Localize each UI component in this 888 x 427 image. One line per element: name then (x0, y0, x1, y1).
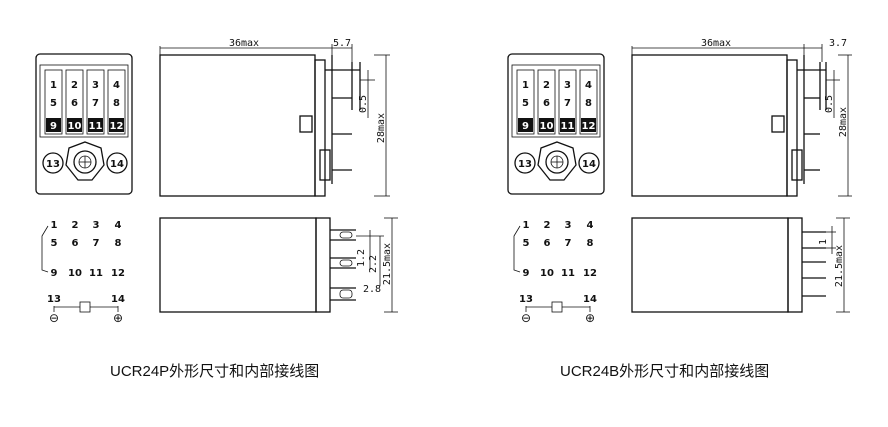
dim-height-right: 28max (838, 107, 849, 137)
wiring-pin-8: 8 (115, 238, 122, 249)
pin-2-label: 2 (71, 80, 78, 91)
ucr24p-drawing: 1 2 3 4 5 6 7 8 9 10 11 12 13 14 (35, 38, 398, 325)
pin-11-label: 11 (89, 121, 103, 132)
ucr24b-front-view: 1 2 3 4 5 6 7 8 9 10 11 12 13 14 (507, 53, 605, 195)
wiring-pin-13: 13 (47, 294, 61, 305)
plus-symbol: ⊕ (113, 311, 123, 325)
dim-pitch-c-left: 2.8 (363, 284, 381, 295)
minus-symbol: ⊖ (521, 311, 531, 325)
pin-4-label: 4 (113, 80, 120, 91)
wiring-pin-4: 4 (115, 220, 122, 231)
pin-10-label: 10 (68, 121, 82, 132)
adjust-screw (65, 141, 105, 181)
wiring-pin-6: 6 (72, 238, 79, 249)
ucr24b-bottom-view: 1 21.5max (631, 217, 850, 313)
pin-7-label: 7 (92, 98, 99, 109)
wiring-pin-8: 8 (587, 238, 594, 249)
caption-ucr24b: UCR24B外形尺寸和内部接线图 (560, 363, 770, 380)
ucr24b-side-view: 36max 3.7 0.5 28max (631, 38, 852, 197)
wiring-pin-1: 1 (523, 220, 530, 231)
pin-8-label: 8 (113, 98, 120, 109)
wiring-pin-3: 3 (93, 220, 100, 231)
wiring-pin-12: 12 (583, 268, 597, 279)
pin-9-label: 9 (522, 121, 529, 132)
wiring-pin-1: 1 (51, 220, 58, 231)
wiring-pin-10: 10 (540, 268, 554, 279)
wiring-pin-14: 14 (583, 294, 597, 305)
pin-8-label: 8 (585, 98, 592, 109)
caption-ucr24p: UCR24P外形尺寸和内部接线图 (110, 363, 320, 380)
wiring-pin-9: 9 (51, 268, 58, 279)
wiring-pin-2: 2 (544, 220, 551, 231)
pin-13-label: 13 (518, 159, 532, 170)
ucr24b-drawing: 1 2 3 4 5 6 7 8 9 10 11 12 13 14 (507, 38, 852, 325)
pin-12-label: 12 (582, 121, 596, 132)
wiring-pin-5: 5 (523, 238, 530, 249)
dim-height-left: 28max (376, 113, 387, 143)
wiring-pin-11: 11 (89, 268, 103, 279)
pin-2-label: 2 (543, 80, 550, 91)
pin-14-label: 14 (110, 159, 124, 170)
wiring-pin-3: 3 (565, 220, 572, 231)
pin-9-label: 9 (50, 121, 57, 132)
dim-depth-left: 21.5max (382, 243, 393, 285)
pin-4-label: 4 (585, 80, 592, 91)
wiring-pin-7: 7 (565, 238, 572, 249)
ucr24p-bottom-view: 1.2 2.2 2.8 21.5max (159, 217, 398, 313)
pin-5-label: 5 (50, 98, 57, 109)
pin-5-label: 5 (522, 98, 529, 109)
wiring-pin-13: 13 (519, 294, 533, 305)
adjust-screw (537, 141, 577, 181)
dim-length-left: 36max (229, 38, 259, 49)
wiring-pin-9: 9 (523, 268, 530, 279)
wiring-pin-14: 14 (111, 294, 125, 305)
dim-pitch-b-left: 2.2 (368, 255, 379, 273)
ucr24p-front-view: 1 2 3 4 5 6 7 8 9 10 11 12 13 14 (35, 53, 133, 195)
wiring-pin-7: 7 (93, 238, 100, 249)
pin-6-label: 6 (71, 98, 78, 109)
wiring-pin-2: 2 (72, 220, 79, 231)
wiring-pin-4: 4 (587, 220, 594, 231)
dim-pitch-a-left: 1.2 (356, 249, 367, 267)
plus-symbol: ⊕ (585, 311, 595, 325)
pin-7-label: 7 (564, 98, 571, 109)
pin-3-label: 3 (92, 80, 99, 91)
ucr24p-wiring: 1 2 3 4 5 6 7 8 9 10 11 12 13 14 ⊖ ⊕ (41, 220, 125, 325)
pin-13-label: 13 (46, 159, 60, 170)
minus-symbol: ⊖ (49, 311, 59, 325)
wiring-pin-10: 10 (68, 268, 82, 279)
pin-11-label: 11 (561, 121, 575, 132)
ucr24p-side-view: 36max 5.7 0.5 28max (159, 38, 390, 197)
dim-pitch-a-right: 1 (818, 239, 829, 245)
pin-12-label: 12 (110, 121, 124, 132)
dim-pin-offset-right: 3.7 (829, 38, 847, 49)
pin-3-label: 3 (564, 80, 571, 91)
dim-depth-right: 21.5max (834, 245, 845, 287)
wiring-pin-11: 11 (561, 268, 575, 279)
dim-length-right: 36max (701, 38, 731, 49)
pin-1-label: 1 (50, 80, 57, 91)
wiring-pin-6: 6 (544, 238, 551, 249)
pin-1-label: 1 (522, 80, 529, 91)
dim-pin-thickness-right: 0.5 (824, 95, 835, 113)
wiring-pin-5: 5 (51, 238, 58, 249)
pin-10-label: 10 (540, 121, 554, 132)
wiring-pin-12: 12 (111, 268, 125, 279)
pin-14-label: 14 (582, 159, 596, 170)
dim-pin-offset-left: 5.7 (333, 38, 351, 49)
dim-pin-thickness-left: 0.5 (358, 95, 369, 113)
pin-6-label: 6 (543, 98, 550, 109)
ucr24b-wiring: 1 2 3 4 5 6 7 8 9 10 11 12 13 14 ⊖ ⊕ (513, 220, 597, 325)
